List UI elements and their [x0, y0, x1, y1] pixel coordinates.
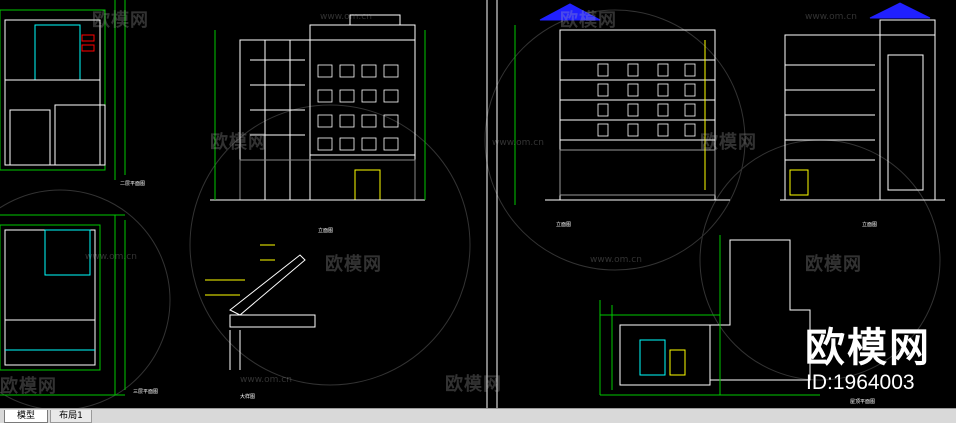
- detail-section: [205, 244, 316, 370]
- title-roof: 屋顶平面图: [850, 399, 876, 405]
- elevation-front-middle: [210, 14, 426, 201]
- tab-layout-1[interactable]: 布局1: [50, 410, 92, 423]
- title-plan-1: 二层平面图: [120, 181, 146, 187]
- title-plan-2: 三层平面图: [133, 389, 159, 395]
- watermark-circles: [0, 9, 941, 408]
- roof-plan: [599, 235, 820, 396]
- tab-model[interactable]: 模型: [4, 410, 48, 423]
- cad-drawing: [0, 0, 945, 408]
- brand-logo-text: 欧模网: [805, 325, 931, 371]
- title-elev-1: 立面图: [318, 228, 334, 234]
- floor-plan-top-left: [0, 0, 126, 180]
- elevation-window-grid-right-1: [597, 63, 696, 137]
- elevation-right-2: [780, 2, 945, 201]
- elevation-window-grid-middle: [317, 64, 399, 151]
- title-detail: 大样图: [240, 394, 256, 400]
- title-elev-3: 立面图: [862, 222, 878, 228]
- title-elev-2: 立面图: [556, 222, 572, 228]
- floor-plan-bottom-left: [0, 214, 126, 396]
- layout-tab-bar: 模型 布局1: [0, 408, 956, 423]
- drawing-canvas[interactable]: 欧模网 www.om.cn 欧模网 www.om.cn 欧模网 www.om.c…: [0, 0, 956, 408]
- sheet-divider: [486, 0, 498, 408]
- brand-id: ID:1964003: [806, 371, 915, 394]
- elevation-right-1: [514, 3, 730, 205]
